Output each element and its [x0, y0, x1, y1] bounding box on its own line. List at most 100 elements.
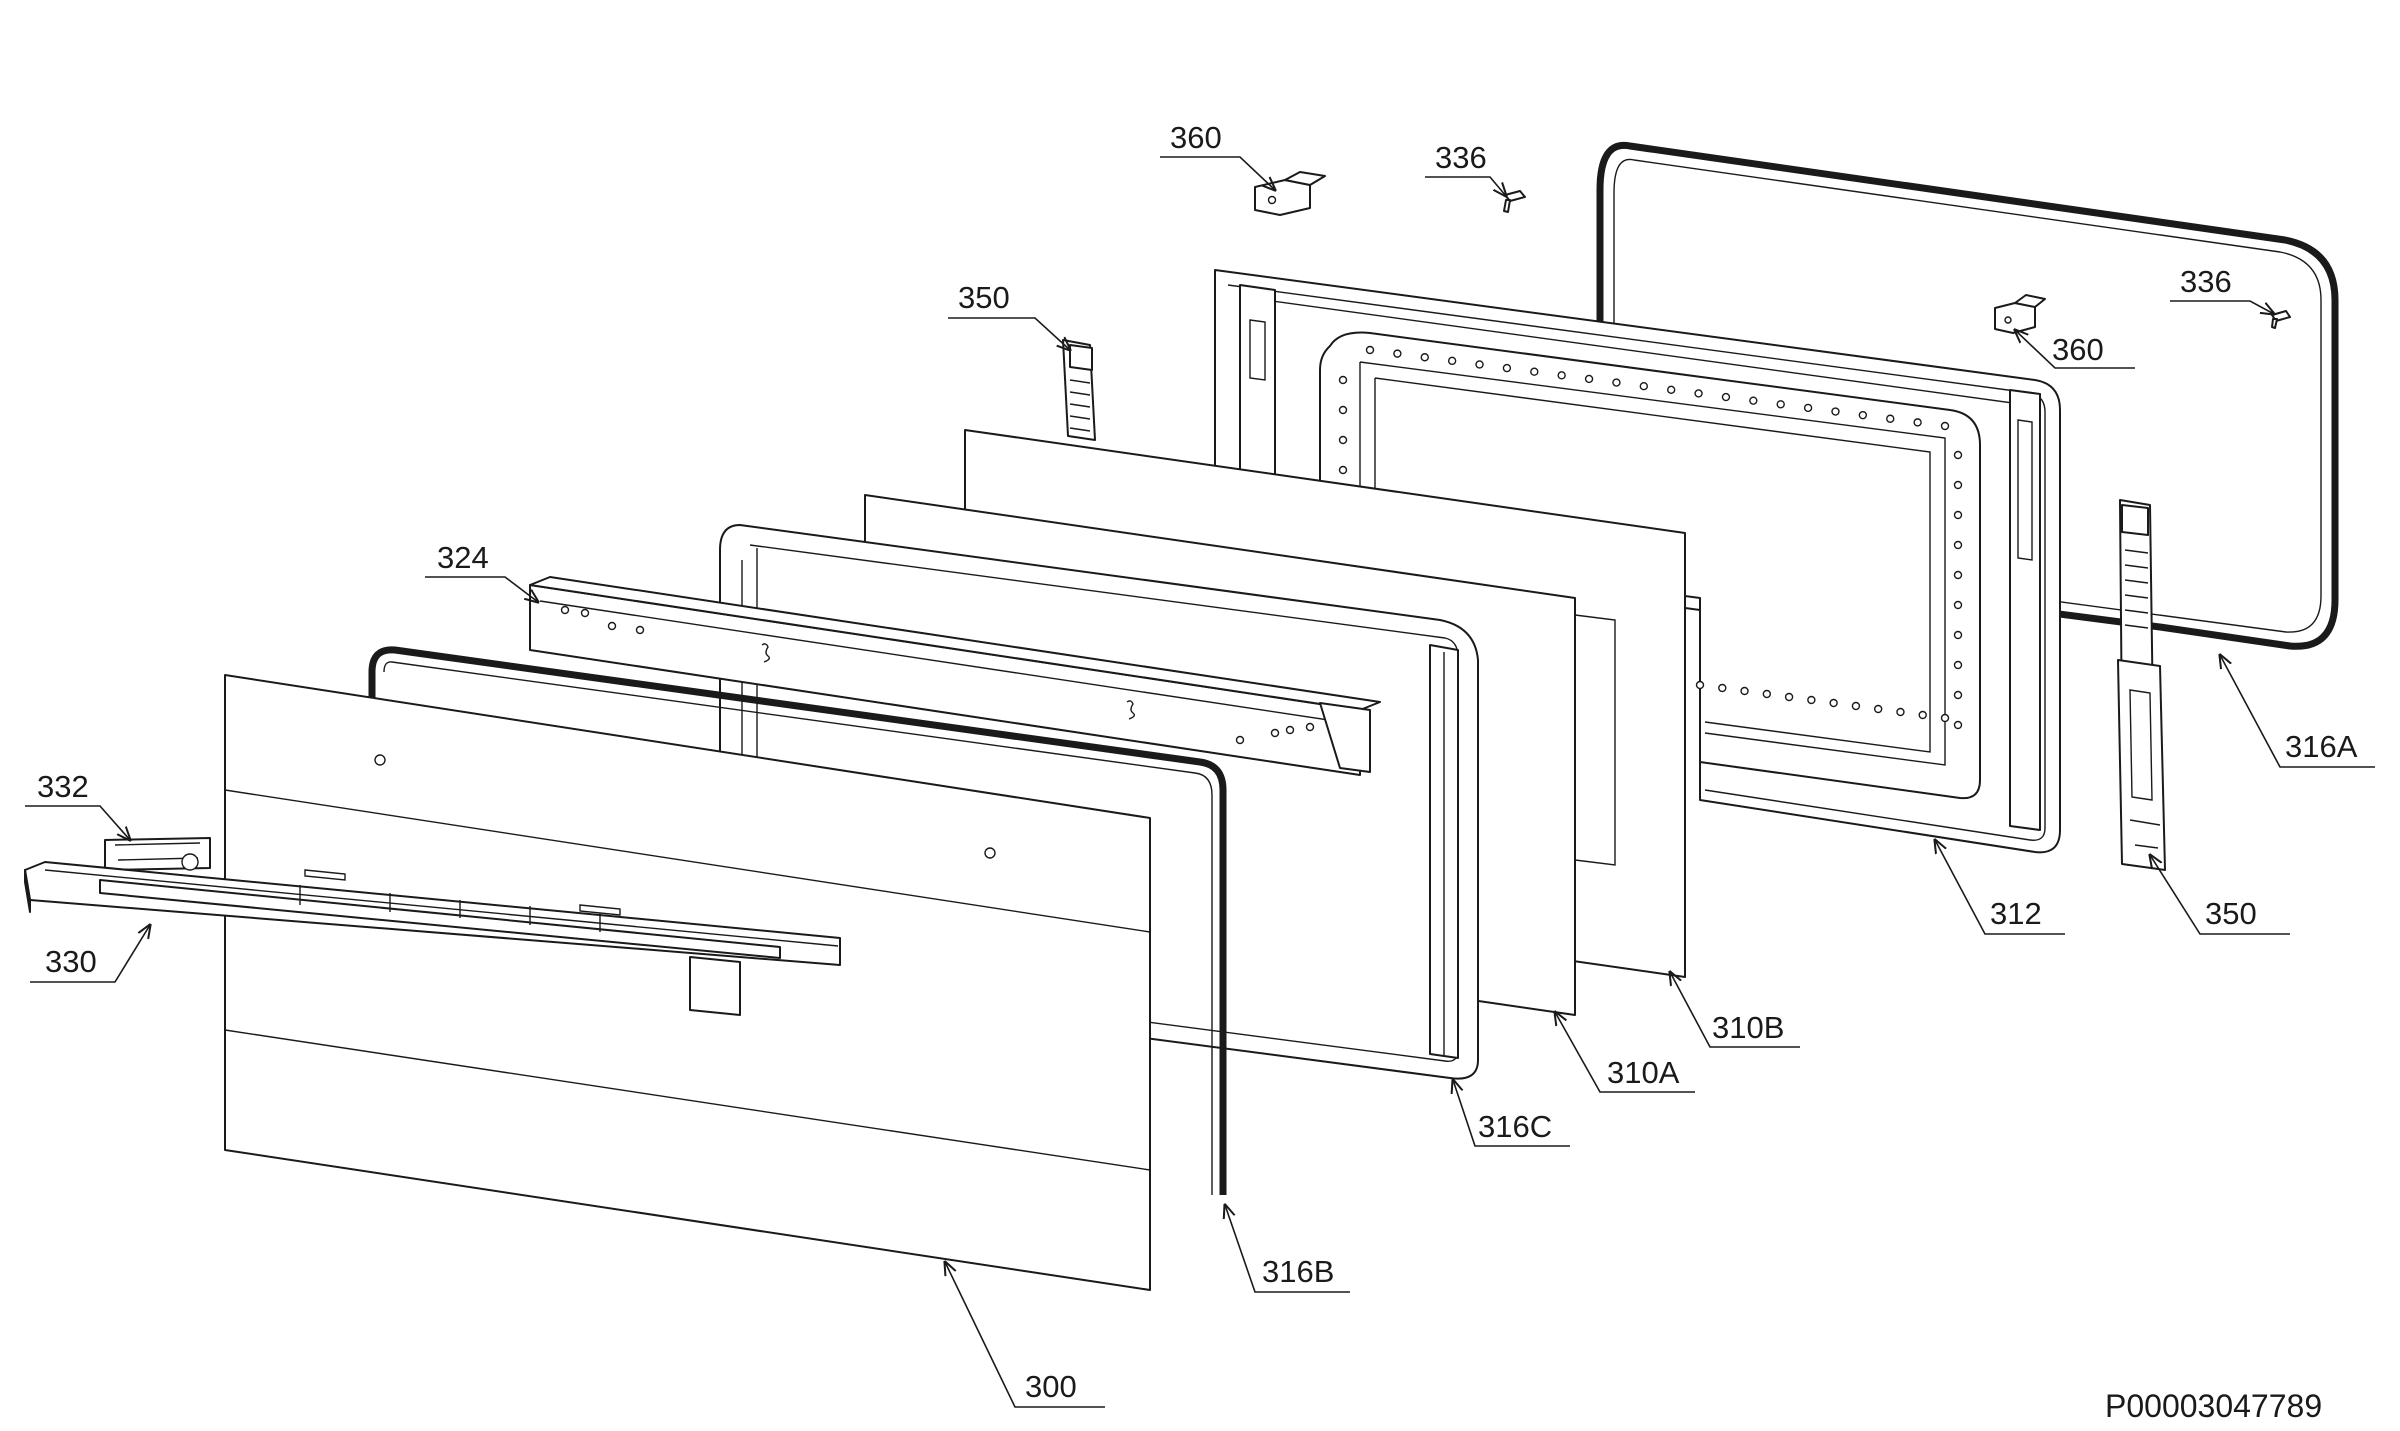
mounting-hole — [1940, 713, 1950, 723]
mounting-hole — [1338, 465, 1348, 475]
mounting-hole — [1305, 722, 1315, 732]
mounting-hole — [1807, 695, 1816, 705]
rear-door-gasket-316a — [1596, 141, 2339, 650]
mounting-hole — [1953, 510, 1963, 520]
mounting-hole — [1851, 701, 1861, 711]
mounting-hole — [1873, 704, 1883, 714]
mounting-hole — [1831, 407, 1840, 416]
mounting-hole — [1721, 392, 1731, 402]
hinge-350-right — [2117, 499, 2166, 871]
mounting-hole — [607, 621, 617, 631]
screw-336-top — [1503, 190, 1526, 213]
bracket-360-right — [1994, 294, 2046, 334]
outer-door-panel-300 — [224, 674, 1151, 1291]
callout-label: 360 — [2052, 332, 2104, 367]
callout-360-right: 360 — [2015, 330, 2135, 369]
callout-316c: 316C — [1453, 1080, 1570, 1147]
mounting-hole — [1557, 371, 1566, 380]
mounting-hole — [1886, 414, 1895, 423]
mounting-hole — [1803, 403, 1813, 413]
callout-310a: 310A — [1555, 1012, 1695, 1093]
rail-holes — [560, 605, 1315, 745]
mounting-hole — [1530, 367, 1539, 376]
callout-label: 330 — [45, 944, 97, 979]
callout-360-top: 360 — [1160, 120, 1275, 190]
callout-350-right: 350 — [2150, 855, 2290, 935]
mounting-hole — [580, 608, 590, 618]
door-handle-330 — [24, 861, 841, 1016]
callout-316b: 316B — [1225, 1205, 1350, 1293]
callout-label: 300 — [1025, 1369, 1077, 1404]
callout-336-right: 336 — [2170, 264, 2274, 314]
mounting-hole — [1694, 389, 1703, 398]
mounting-hole — [1235, 735, 1245, 745]
mounting-hole — [1953, 630, 1963, 640]
callout-label: 316C — [1478, 1109, 1552, 1144]
mounting-hole — [1749, 396, 1758, 405]
mounting-hole — [1918, 710, 1927, 720]
callout-label: 336 — [1435, 140, 1487, 175]
callout-label: 316B — [1262, 1254, 1334, 1289]
mounting-hole — [1776, 400, 1785, 409]
mounting-hole — [1338, 435, 1348, 445]
mounting-hole — [635, 625, 645, 635]
mounting-hole — [1584, 374, 1594, 384]
callout-350-top: 350 — [948, 280, 1070, 350]
mounting-hole — [1285, 725, 1295, 735]
mounting-hole — [1913, 418, 1922, 427]
bracket-360-top — [1254, 171, 1326, 216]
callout-label: 310B — [1712, 1010, 1784, 1045]
callout-330: 330 — [30, 925, 150, 983]
callout-label: 310A — [1607, 1055, 1680, 1090]
callout-316a: 316A — [2220, 655, 2375, 768]
mounting-hole — [1953, 480, 1963, 490]
spacer-rail-324 — [529, 576, 1381, 776]
drawing-number: P00003047789 — [2105, 1388, 2322, 1424]
callout-label: 324 — [437, 540, 489, 575]
callout-310b: 310B — [1670, 972, 1800, 1048]
mounting-hole — [1762, 689, 1772, 699]
mounting-hole — [1365, 345, 1375, 355]
mounting-hole — [1502, 363, 1512, 373]
mounting-hole — [1953, 690, 1963, 700]
callout-336-top: 336 — [1425, 140, 1506, 196]
mounting-hole — [1953, 600, 1963, 610]
mounting-hole — [1612, 378, 1621, 387]
callout-label: 316A — [2285, 729, 2358, 764]
callout-label: 336 — [2180, 264, 2232, 299]
hinge-350-left — [1062, 339, 1096, 441]
mounting-hole — [1953, 660, 1963, 670]
frame-holes — [1338, 345, 1963, 730]
callout-label: 350 — [2205, 896, 2257, 931]
mounting-hole — [1740, 686, 1749, 696]
callout-332: 332 — [25, 769, 130, 840]
mounting-hole — [1953, 720, 1963, 730]
mounting-hole — [1338, 405, 1348, 415]
mounting-hole — [1393, 349, 1402, 358]
mounting-hole — [1639, 381, 1649, 391]
mounting-hole — [1858, 410, 1868, 420]
mounting-hole — [1475, 360, 1484, 369]
mounting-hole — [1953, 450, 1963, 460]
callout-312: 312 — [1935, 840, 2065, 935]
mounting-hole — [1953, 570, 1963, 580]
callout-300: 300 — [945, 1262, 1105, 1408]
mounting-hole — [1666, 385, 1676, 395]
callout-label: 332 — [37, 769, 89, 804]
callout-label: 360 — [1170, 120, 1222, 155]
callout-label: 312 — [1990, 896, 2042, 931]
mounting-hole — [1953, 540, 1963, 550]
callout-324: 324 — [425, 540, 538, 602]
mounting-hole — [1338, 375, 1348, 385]
part-callouts: 360 336 350 336 360 324 316A 332 — [25, 120, 2375, 1408]
screw-336-right — [2271, 310, 2291, 329]
mounting-hole — [1270, 728, 1280, 738]
mounting-hole — [1940, 421, 1950, 431]
mounting-hole — [560, 605, 570, 615]
mounting-hole — [1829, 698, 1838, 708]
mounting-hole — [1784, 692, 1794, 702]
mounting-hole — [1695, 680, 1705, 690]
mounting-hole — [1896, 707, 1905, 717]
mounting-hole — [1420, 353, 1429, 362]
